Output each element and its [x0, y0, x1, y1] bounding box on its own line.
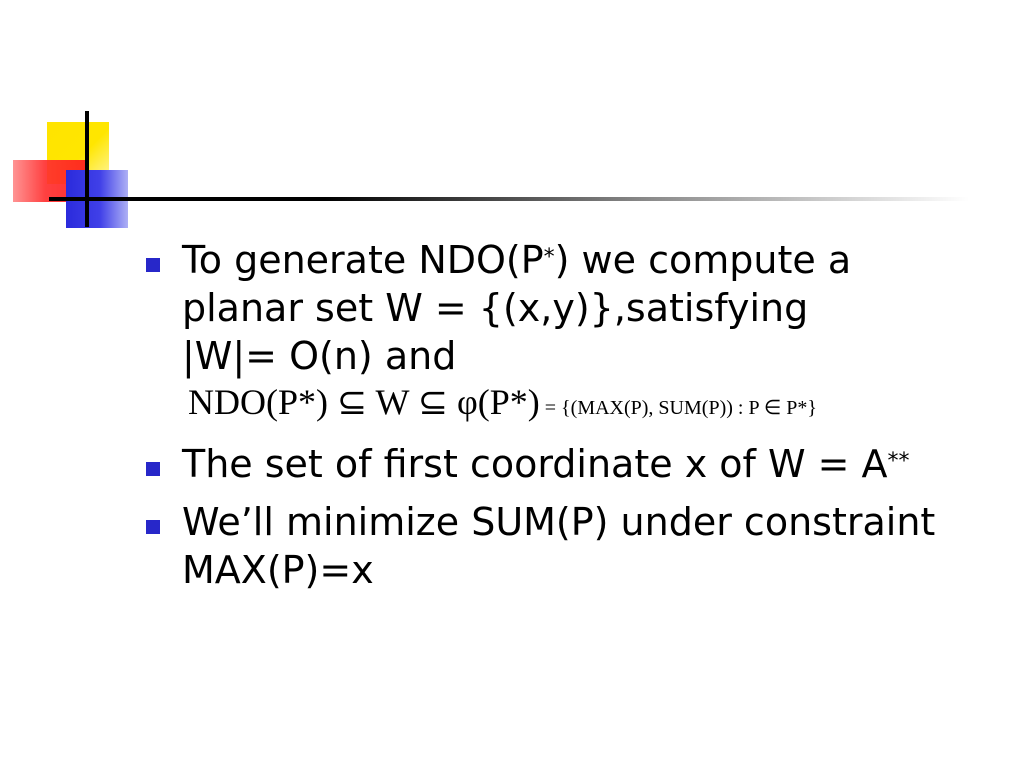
vertical-rule: [85, 111, 89, 227]
bullet-square-icon: [146, 258, 160, 272]
bullet-square-icon: [146, 520, 160, 534]
bullet-3-line-1: We’ll minimize SUM(P) under constraint: [182, 500, 936, 544]
bullet-square-icon: [146, 462, 160, 476]
bullet-1-line-3: |W|= O(n) and: [182, 334, 457, 378]
slide-body: To generate NDO(P*) we compute a planar …: [145, 236, 995, 604]
bullet-1-line-1: To generate NDO(P*) we compute a: [182, 238, 852, 282]
bullet-3-line-2: MAX(P)=x: [182, 548, 374, 592]
title-underline-rule: [49, 197, 969, 201]
subset-formula: NDO(P*) ⊆ W ⊆ φ(P*) = {(MAX(P), SUM(P)) …: [188, 382, 817, 422]
slide-logo-decoration: [0, 0, 160, 240]
bullet-item-3: We’ll minimize SUM(P) under constraint M…: [145, 498, 995, 594]
bullet-2-text: The set of first coordinate x of W = A**: [182, 442, 910, 486]
bullet-item-2: The set of first coordinate x of W = A**: [145, 440, 995, 488]
bullet-item-1: To generate NDO(P*) we compute a planar …: [145, 236, 995, 430]
bullet-1-line-2: planar set W = {(x,y)},satisfying: [182, 286, 809, 330]
